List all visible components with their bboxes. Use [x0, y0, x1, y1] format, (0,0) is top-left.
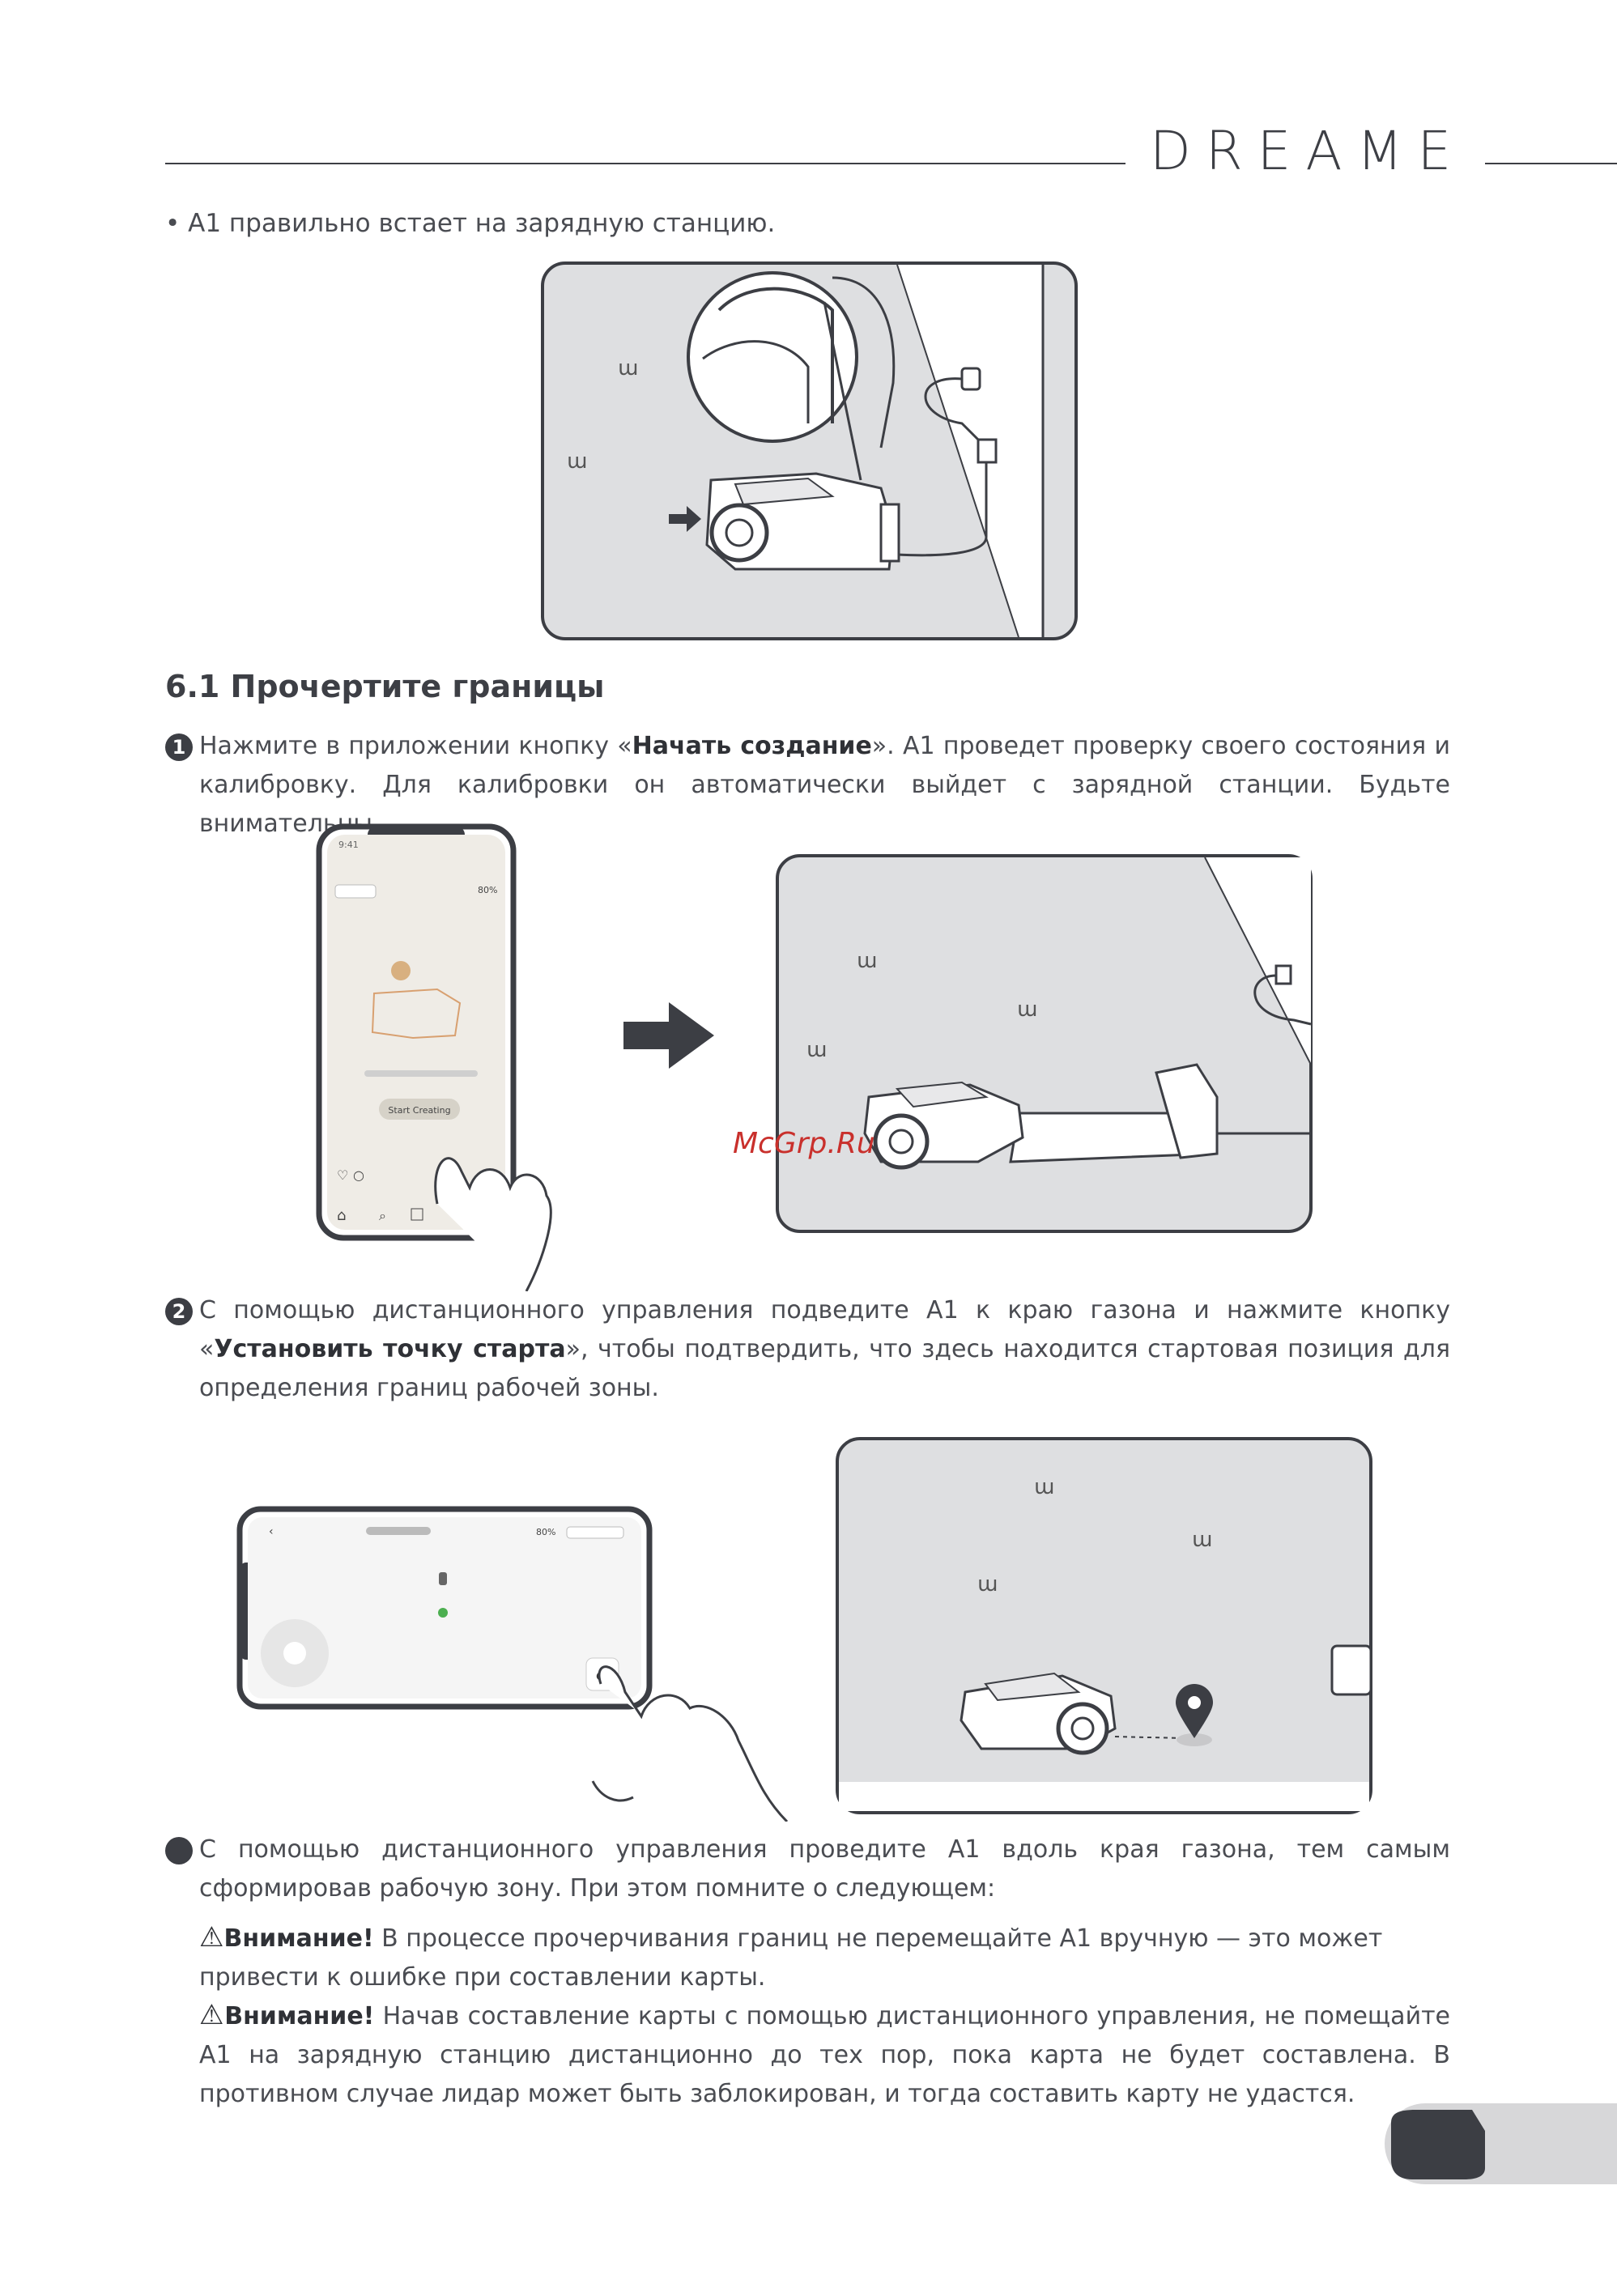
warning-1: ⚠Внимание! В процессе прочерчивания гран… — [199, 1921, 1383, 1992]
section-title: 6.1 Прочертите границы — [165, 669, 605, 704]
step-number-2: 2 — [165, 1298, 193, 1325]
back-chevron-icon[interactable]: ‹ — [269, 1525, 274, 1538]
warning-icon: ⚠ — [199, 1999, 225, 2031]
grass-icon: ɯ — [1034, 1475, 1054, 1499]
home-icon: ⌂ — [337, 1207, 346, 1224]
phone-set-start-point-illustration: ‹ 80% ● — [236, 1506, 789, 1822]
step-2-text: С помощью дистанционного управления подв… — [199, 1296, 1450, 1402]
warning-2: ⚠Внимание! Начав составление карты с пом… — [199, 1999, 1450, 2108]
grass-icon: ɯ — [567, 449, 587, 474]
grass-icon: ɯ — [618, 356, 638, 381]
arrow-right-icon — [669, 506, 701, 532]
warning-icon: ⚠ — [199, 1921, 224, 1954]
docking-illustration: ɯ ɯ — [541, 261, 1078, 640]
intro-bullet: • A1 правильно встает на зарядную станци… — [165, 209, 776, 238]
start-creating-button[interactable] — [379, 1099, 460, 1120]
position-dot-icon — [438, 1608, 448, 1618]
search-icon: ⌕ — [379, 1208, 386, 1223]
mower-leaving-station-illustration: ɯ ɯ ɯ — [776, 854, 1313, 1233]
step-3-text: С помощью дистанционного управления пров… — [199, 1835, 1450, 1903]
start-creating-label: Start Creating — [388, 1105, 450, 1116]
phone-battery: 80% — [536, 1527, 555, 1537]
step-number-3 — [165, 1837, 193, 1864]
location-pin-icon — [1176, 1684, 1213, 1738]
mower-tab-icon — [1391, 2110, 1485, 2179]
mower-start-point-illustration: ɯ ɯ ɯ — [836, 1437, 1372, 1814]
phone-start-creating-illustration: 9:41 80% Start Creating ♡ ○ ⌂ ⌕ — [316, 823, 552, 1291]
phone-time: 9:41 — [338, 840, 359, 850]
heart-icon: ♡ — [337, 1167, 348, 1183]
watermark: McGrp.Ru — [733, 1127, 875, 1160]
step-1-text: Нажмите в приложении кнопку «Начать созд… — [199, 732, 1450, 838]
grass-icon: ɯ — [806, 1038, 827, 1062]
comment-icon: ○ — [353, 1167, 364, 1183]
step-number-1: 1 — [165, 733, 193, 761]
grass-icon: ɯ — [1192, 1528, 1212, 1552]
header-rule-left — [165, 163, 1126, 164]
brand-logo: DREAME — [1150, 120, 1466, 182]
grass-icon: ɯ — [1017, 997, 1037, 1022]
phone-battery: 80% — [478, 885, 497, 895]
header-rule-right — [1485, 163, 1617, 164]
grass-icon: ɯ — [857, 949, 877, 973]
arrow-right-icon — [623, 1002, 714, 1069]
grass-icon: ɯ — [977, 1572, 998, 1597]
